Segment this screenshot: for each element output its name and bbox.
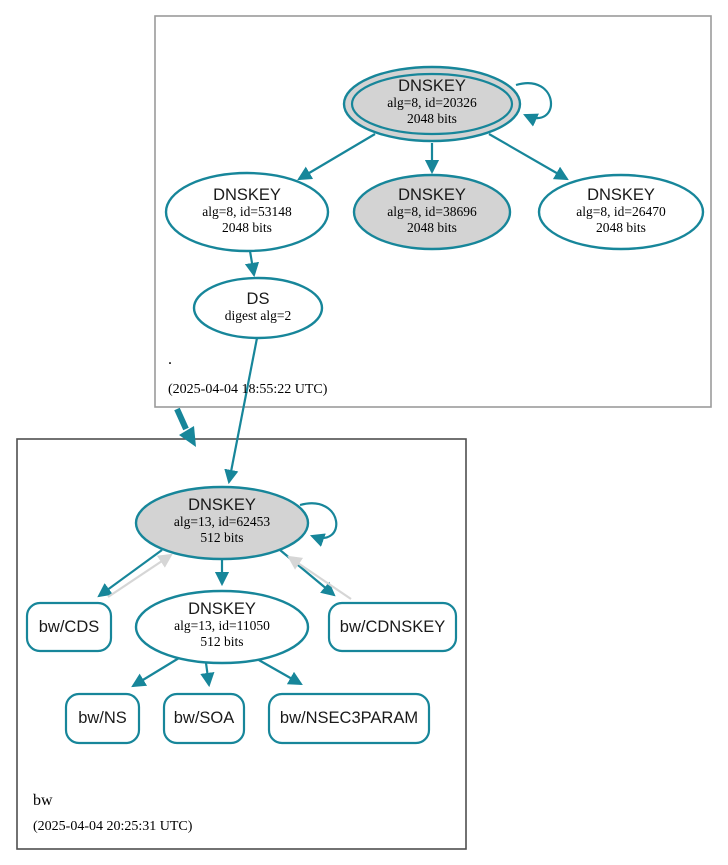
edge-zsk-53148-to-ds: [244, 250, 260, 278]
edge-cds-to-bw-ksk: [107, 553, 173, 598]
edge-bw-ksk-to-cds: [97, 549, 163, 598]
ns-rrset-node[interactable]: [64, 692, 141, 745]
edge-bw-ksk-to-cdnskey: [279, 549, 336, 597]
bw-zsk-node[interactable]: [134, 589, 310, 665]
root-ksk-node[interactable]: [342, 65, 522, 143]
root-zone-name: .: [168, 351, 172, 368]
edge-root-zone-to-bw-zone-delegation: [174, 407, 189, 431]
edge-ds-to-bw-ksk: [224, 337, 259, 485]
edge-bw-ksk-self-signature: [299, 502, 338, 547]
bw-zone-name: bw: [33, 792, 53, 809]
edge-cdnskey-to-bw-ksk: [287, 555, 352, 600]
delegation-arrowhead-icon: [179, 426, 196, 447]
soa-rrset-node[interactable]: [162, 692, 246, 745]
edge-root-ksk-to-key-26470: [488, 133, 569, 181]
bw-ksk-node[interactable]: [134, 485, 310, 561]
ds-node[interactable]: [192, 276, 324, 340]
nsec3param-rrset-node[interactable]: [267, 692, 431, 745]
bw-zone-timestamp: (2025-04-04 20:25:31 UTC): [33, 819, 193, 834]
edge-root-ksk-to-zsk-53148: [297, 133, 376, 181]
edge-bw-zsk-to-soa: [200, 662, 215, 688]
edge-root-ksk-self-signature: [515, 82, 553, 127]
edge-bw-zsk-to-ns: [131, 657, 180, 688]
bw-zone-box: [16, 438, 467, 850]
edge-bw-zsk-to-nsec3param: [256, 658, 303, 686]
root-key-38696-node[interactable]: [352, 173, 512, 251]
cdnskey-rrset-node[interactable]: [327, 601, 458, 653]
root-key-26470-node[interactable]: [537, 173, 705, 251]
root-zone-timestamp: (2025-04-04 18:55:22 UTC): [168, 382, 328, 397]
root-zsk-node[interactable]: [164, 171, 330, 253]
root-zone-box: [154, 15, 712, 408]
cds-rrset-node[interactable]: [25, 601, 113, 653]
